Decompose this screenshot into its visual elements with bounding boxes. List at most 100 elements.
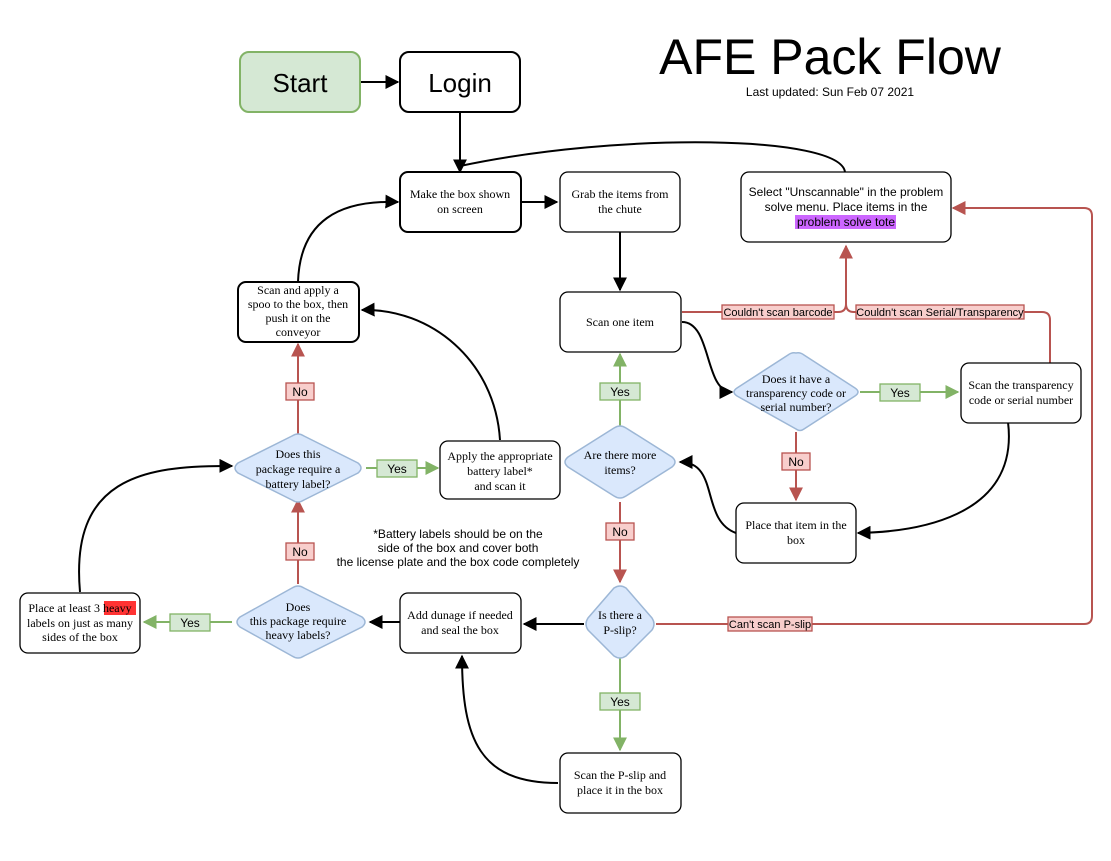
- svg-text:Grab the items from: Grab the items from: [572, 187, 670, 201]
- svg-text:Couldn't scan Serial/Transpare: Couldn't scan Serial/Transparency: [856, 307, 1024, 319]
- svg-text:on screen: on screen: [437, 202, 483, 216]
- grab-items-node: Grab the items from the chute: [559, 171, 681, 233]
- svg-text:heavy labels?: heavy labels?: [266, 628, 331, 642]
- login-node: Login: [399, 51, 521, 113]
- dunnage-node: Add dunage if needed and seal the box: [399, 592, 522, 654]
- edge-transparency-unscannable: [845, 303, 1051, 364]
- label-cant-serial: Couldn't scan Serial/Transparency: [855, 304, 1025, 320]
- svg-text:solve menu. Place items in the: solve menu. Place items in the: [765, 200, 928, 214]
- svg-text:Make the box shown: Make the box shown: [410, 187, 510, 201]
- svg-text:code or serial number: code or serial number: [969, 393, 1073, 407]
- svg-text:the license plate and the box: the license plate and the box code compl…: [337, 555, 580, 569]
- svg-text:sides of the box: sides of the box: [42, 630, 118, 644]
- place-item-node: Place that item in the box: [735, 502, 857, 564]
- label-no-hascode: No: [781, 452, 811, 471]
- svg-text:battery label?: battery label?: [266, 477, 331, 491]
- edge-scan-hascode: [681, 321, 734, 399]
- svg-text:Add dunage if needed: Add dunage if needed: [407, 608, 513, 622]
- svg-text:Yes: Yes: [387, 462, 407, 476]
- edge-apply-spoo: [360, 302, 501, 441]
- battery-note: *Battery labels should be on the side of…: [337, 527, 580, 569]
- svg-text:Scan and apply a: Scan and apply a: [257, 283, 339, 297]
- svg-text:Yes: Yes: [610, 695, 630, 709]
- svg-text:No: No: [292, 385, 308, 399]
- edge-pslip-unscannable: [656, 201, 1093, 625]
- has-code-decision: Does it have a transparency code or seri…: [733, 352, 859, 432]
- svg-text:Scan the P-slip and: Scan the P-slip and: [574, 768, 666, 782]
- edge-heavylabels-batteryq: [78, 458, 234, 593]
- edge-spoo-makebox: [297, 194, 400, 283]
- scan-one-item-node: Scan one item: [559, 291, 682, 353]
- label-no-heavy: No: [285, 542, 315, 561]
- page-title: AFE Pack Flow: [659, 29, 1002, 85]
- svg-text:items?: items?: [604, 463, 635, 477]
- battery-decision: Does this package require a battery labe…: [234, 433, 362, 503]
- svg-text:Scan one item: Scan one item: [586, 315, 655, 329]
- label-cant-pslip: Can't scan P-slip: [727, 616, 813, 632]
- svg-text:Start: Start: [273, 68, 329, 98]
- svg-text:labels on just as many: labels on just as many: [27, 616, 133, 630]
- heavy-decision: Does this package require heavy labels?: [236, 585, 366, 659]
- problem-tote-highlight: [795, 215, 896, 229]
- svg-text:Select "Unscannable" in the pr: Select "Unscannable" in the problem: [749, 185, 944, 199]
- edge-unscannable-makebox: [459, 141, 846, 173]
- heavy-labels-node: Place at least 3 heavy labels on just as…: [19, 592, 141, 654]
- svg-text:this package require: this package require: [250, 614, 347, 628]
- svg-text:Apply the appropriate: Apply the appropriate: [447, 449, 552, 463]
- svg-text:No: No: [292, 545, 308, 559]
- label-yes-heavy: Yes: [169, 613, 211, 632]
- svg-text:problem solve tote: problem solve tote: [797, 215, 895, 229]
- more-items-decision: Are there more items?: [564, 425, 676, 499]
- svg-text:Are there more: Are there more: [584, 448, 657, 462]
- svg-text:serial number?: serial number?: [761, 400, 832, 414]
- svg-text:place it in the box: place it in the box: [577, 783, 663, 797]
- unscannable-node: Select "Unscannable" in the problem solv…: [740, 171, 952, 243]
- scan-pslip-node: Scan the P-slip and place it in the box: [559, 752, 682, 814]
- heavy-highlight: [104, 601, 136, 615]
- svg-text:Does: Does: [286, 600, 311, 614]
- label-no-battery: No: [285, 382, 315, 401]
- svg-text:spoo to the box, then: spoo to the box, then: [248, 297, 348, 311]
- label-yes-hascode: Yes: [879, 383, 921, 402]
- svg-text:Yes: Yes: [610, 385, 630, 399]
- pslip-decision: Is there a P-slip?: [585, 585, 655, 659]
- svg-text:Is there a: Is there a: [598, 608, 643, 622]
- svg-text:P-slip?: P-slip?: [603, 623, 636, 637]
- svg-text:and seal the box: and seal the box: [421, 623, 499, 637]
- svg-text:Does this: Does this: [276, 447, 321, 461]
- svg-text:push it on the: push it on the: [266, 311, 331, 325]
- svg-text:Can't scan P-slip: Can't scan P-slip: [729, 619, 811, 631]
- label-yes-pslip: Yes: [599, 692, 641, 711]
- svg-text:Place at least 3 heavy: Place at least 3 heavy: [28, 601, 131, 615]
- heavy-word: heavy: [103, 601, 132, 615]
- svg-text:Yes: Yes: [890, 386, 910, 400]
- edge-scan-unscannable: [682, 244, 853, 313]
- edge-place-more: [678, 455, 737, 534]
- svg-text:conveyor: conveyor: [276, 325, 321, 339]
- label-yes-battery: Yes: [376, 459, 418, 478]
- last-updated: Last updated: Sun Feb 07 2021: [746, 85, 914, 99]
- svg-text:No: No: [788, 455, 804, 469]
- apply-battery-node: Apply the appropriate battery label* and…: [439, 440, 561, 500]
- heavy-line-start: Place at least 3: [28, 601, 100, 615]
- svg-text:transparency code or: transparency code or: [746, 386, 846, 400]
- label-yes-more: Yes: [599, 382, 641, 401]
- svg-text:Does it have a: Does it have a: [762, 372, 831, 386]
- edge-scanpslip-dunnage: [455, 654, 559, 784]
- svg-text:Place that item in the: Place that item in the: [745, 518, 846, 532]
- label-no-more: No: [605, 522, 635, 541]
- svg-text:Couldn't scan barcode: Couldn't scan barcode: [723, 307, 832, 319]
- svg-text:package require a: package require a: [256, 462, 341, 476]
- label-cant-barcode: Couldn't scan barcode: [721, 304, 835, 320]
- make-box-node: Make the box shown on screen: [399, 171, 522, 233]
- svg-text:*Battery labels should be on t: *Battery labels should be on the: [373, 527, 543, 541]
- svg-text:and scan it: and scan it: [474, 479, 526, 493]
- edge-transparency-place: [856, 421, 1010, 540]
- svg-text:No: No: [612, 525, 628, 539]
- svg-text:battery label*: battery label*: [467, 464, 533, 478]
- svg-text:the chute: the chute: [598, 202, 642, 216]
- spoo-node: Scan and apply a spoo to the box, then p…: [237, 281, 360, 343]
- scan-transparency-node: Scan the transparency code or serial num…: [960, 362, 1082, 424]
- svg-text:box: box: [787, 533, 805, 547]
